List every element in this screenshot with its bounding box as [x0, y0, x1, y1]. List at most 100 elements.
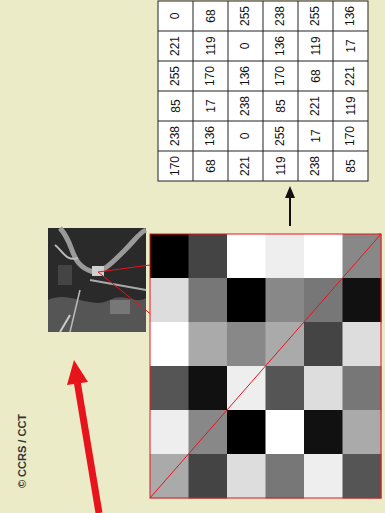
pointer-arrow — [67, 360, 99, 513]
pixel-value: 0 — [169, 13, 183, 20]
pixel-cell — [150, 366, 189, 411]
pixel-cell — [343, 322, 382, 367]
table-cell: 119 — [299, 32, 332, 60]
table-cell: 255 — [299, 2, 332, 30]
pixel-value: 68 — [308, 69, 322, 82]
pixel-value: 238 — [309, 156, 323, 176]
table-lines — [158, 1, 368, 181]
pixel-value: 119 — [343, 96, 357, 115]
table-cell: 136 — [229, 62, 262, 90]
pixel-value: 255 — [309, 6, 323, 26]
zoom-frame — [150, 234, 381, 498]
pixel-value: 119 — [203, 36, 217, 55]
table-cell: 136 — [264, 32, 297, 60]
value-table — [158, 1, 368, 181]
table-cell: 238 — [299, 152, 332, 180]
pixel-cell — [266, 366, 305, 411]
pixel-value: 119 — [273, 156, 287, 175]
pixel-value: 85 — [273, 99, 287, 112]
pixel-cell — [189, 366, 228, 411]
pixel-cell — [227, 322, 266, 367]
table-cell: 68 — [194, 152, 227, 180]
pixel-value: 238 — [274, 6, 288, 26]
table-cell: 238 — [159, 122, 192, 150]
zoom-diagonal — [150, 234, 381, 498]
table-cell: 0 — [159, 2, 192, 30]
pixel-value: 221 — [344, 66, 358, 86]
table-cell: 119 — [334, 92, 367, 120]
pixel-value: 17 — [343, 39, 357, 52]
table-cell: 17 — [334, 32, 367, 60]
pixel-value: 170 — [274, 66, 288, 86]
pixel-cell — [304, 410, 343, 455]
pixel-cell — [150, 278, 189, 323]
table-cell: 238 — [229, 92, 262, 120]
pixel-cell — [227, 278, 266, 323]
pixel-grid — [150, 234, 382, 499]
pixel-value: 238 — [169, 126, 183, 146]
pixel-value: 68 — [203, 159, 217, 172]
pixel-cell — [343, 410, 382, 455]
table-cell: 68 — [299, 62, 332, 90]
pixel-cell — [266, 278, 305, 323]
pixel-cell — [304, 234, 343, 279]
pixel-value: 170 — [169, 156, 183, 176]
table-cell: 68 — [194, 2, 227, 30]
pixel-value: 0 — [239, 43, 253, 50]
pixel-value: 119 — [308, 36, 322, 55]
pixel-value: 17 — [203, 99, 217, 112]
pixel-value: 255 — [274, 126, 288, 146]
pixel-value: 136 — [344, 6, 358, 26]
pixel-value: 136 — [204, 126, 218, 146]
satellite-image — [48, 228, 146, 332]
zoom-lines — [98, 234, 381, 498]
pixel-value: 221 — [239, 156, 253, 176]
pixel-cell — [343, 278, 382, 323]
pixel-cell — [343, 454, 382, 499]
pixel-cell — [266, 410, 305, 455]
pixel-cell — [227, 454, 266, 499]
pixel-value: 255 — [239, 6, 253, 26]
pixel-cell — [304, 322, 343, 367]
pixel-cell — [189, 278, 228, 323]
pixel-value: 0 — [239, 133, 253, 140]
table-cell: 170 — [159, 152, 192, 180]
pixel-cell — [304, 454, 343, 499]
table-cell: 221 — [299, 92, 332, 120]
table-cell: 170 — [194, 62, 227, 90]
pixel-cell — [150, 234, 189, 279]
table-cell: 255 — [229, 2, 262, 30]
pixel-value: 136 — [239, 66, 253, 86]
pixel-value: 136 — [274, 36, 288, 56]
table-cell: 85 — [334, 152, 367, 180]
pixel-value: 68 — [203, 9, 217, 22]
table-cell: 85 — [159, 92, 192, 120]
table-cell: 17 — [194, 92, 227, 120]
table-cell: 221 — [334, 62, 367, 90]
pixel-value: 85 — [168, 99, 182, 112]
pixel-value: 85 — [343, 159, 357, 172]
pixel-cell — [343, 366, 382, 411]
table-cell: 255 — [159, 62, 192, 90]
table-cell: 136 — [334, 2, 367, 30]
pixel-cell — [150, 322, 189, 367]
copyright-note: © CCRS / CCT — [16, 391, 28, 511]
pixel-cell — [227, 410, 266, 455]
table-cell: 0 — [229, 122, 262, 150]
pixel-value: 255 — [169, 66, 183, 86]
pixel-cell — [227, 234, 266, 279]
pixel-value: 221 — [169, 36, 183, 56]
pixel-cell — [189, 322, 228, 367]
pixel-cell — [304, 366, 343, 411]
table-cell: 221 — [159, 32, 192, 60]
pixel-cell — [189, 234, 228, 279]
table-cell: 17 — [299, 122, 332, 150]
pixel-value: 17 — [308, 129, 322, 142]
pixel-value: 221 — [309, 96, 323, 116]
pixel-cell — [150, 410, 189, 455]
pixel-cell — [189, 454, 228, 499]
pixel-cell — [266, 454, 305, 499]
table-cell: 85 — [264, 92, 297, 120]
